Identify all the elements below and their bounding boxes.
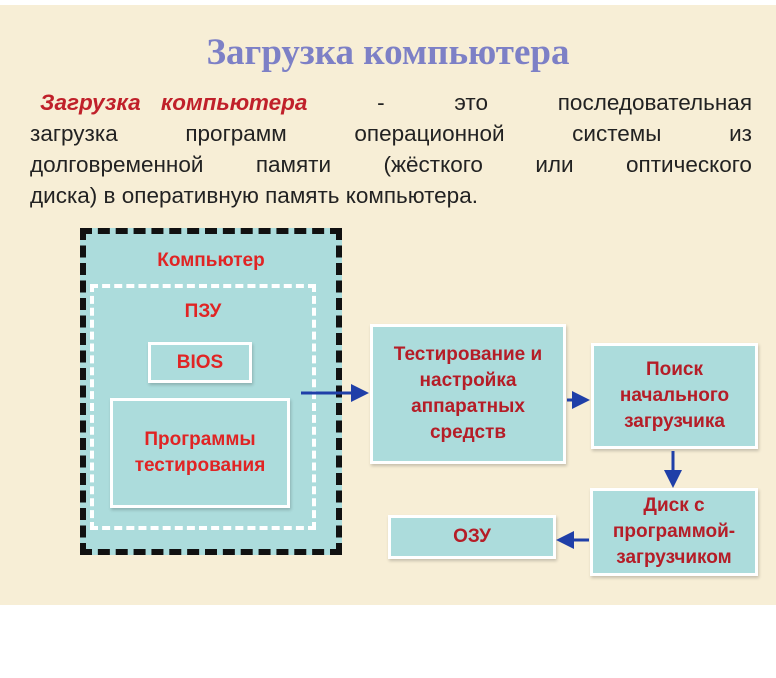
test-programs-box: Программы тестирования: [110, 398, 290, 508]
word: долговременной: [30, 152, 204, 177]
word: оптического: [626, 152, 752, 177]
rom-box: [90, 284, 316, 530]
word: памяти: [255, 152, 332, 177]
word: операционной: [354, 121, 505, 146]
word: из: [729, 121, 752, 146]
bootloader-search-box: Поиск начального загрузчика: [591, 343, 758, 449]
definition-line-4: диска) в оперативную память компьютера.: [30, 181, 752, 211]
rom-label: ПЗУ: [184, 301, 222, 322]
arrows: [301, 384, 682, 549]
word: (жёсткого: [383, 152, 483, 177]
word: диска) в оперативную память компьютера.: [30, 183, 478, 208]
boot-disk-label: Диск с программой-загрузчиком: [612, 495, 736, 568]
word: это: [454, 90, 488, 115]
bios-label: BIOS: [176, 351, 224, 373]
word: системы: [572, 121, 662, 146]
word: последовательная: [557, 90, 752, 115]
definition-line-1: Загрузка компьютера - это последовательн…: [30, 88, 752, 118]
bios-box: BIOS: [148, 342, 252, 383]
definition-term: Загрузка компьютера: [40, 90, 308, 115]
ram-box: ОЗУ: [388, 515, 556, 559]
computer-label: Компьютер: [157, 250, 265, 271]
ram-label: ОЗУ: [453, 526, 491, 547]
word: -: [377, 90, 385, 115]
slide-title: Загрузка компьютера: [206, 32, 570, 73]
bootloader-search-label: Поиск начального загрузчика: [619, 359, 730, 432]
word: программ: [185, 121, 287, 146]
slide: Загрузка компьютера Загрузка компьютера …: [0, 5, 776, 605]
word: загрузка: [30, 121, 118, 146]
definition-line-3: долговременной памяти (жёсткого или опти…: [30, 150, 752, 180]
hw-test-label: Тестирование и настройка аппаратных сред…: [393, 344, 543, 443]
test-programs-label: Программы тестирования: [134, 429, 266, 476]
definition-line-2: загрузка программ операционной системы и…: [30, 119, 752, 149]
hw-test-box: Тестирование и настройка аппаратных сред…: [370, 324, 566, 464]
definition-paragraph: Загрузка компьютера - это последовательн…: [30, 88, 752, 212]
word: или: [535, 152, 574, 177]
boot-disk-box: Диск с программой-загрузчиком: [590, 488, 758, 576]
